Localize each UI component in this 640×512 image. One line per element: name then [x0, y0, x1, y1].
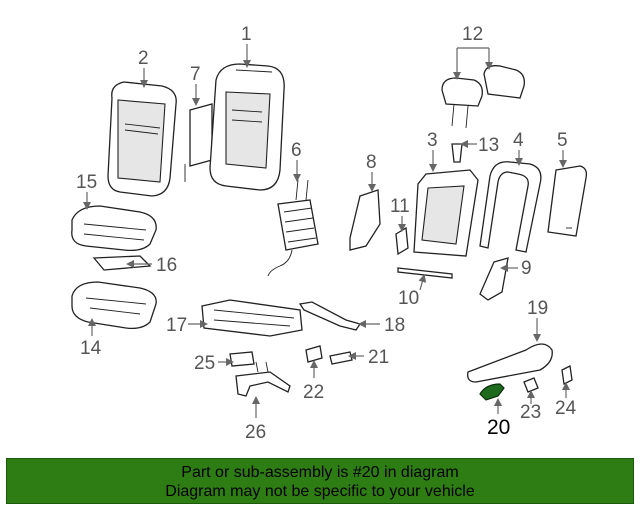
- callout-1[interactable]: 1: [241, 24, 252, 45]
- info-banner: Part or sub-assembly is #20 in diagram D…: [6, 458, 634, 504]
- pad-part[interactable]: [229, 351, 255, 367]
- rear-panel-part[interactable]: [547, 165, 588, 237]
- callout-6[interactable]: 6: [291, 140, 302, 161]
- callout-16[interactable]: 16: [156, 255, 177, 276]
- callout-7[interactable]: 7: [190, 64, 201, 85]
- leader-lines: [83, 44, 570, 418]
- seat-adjuster-part[interactable]: [201, 299, 303, 337]
- callout-23[interactable]: 23: [520, 402, 541, 423]
- callout-26[interactable]: 26: [245, 422, 266, 443]
- harness-bracket-part[interactable]: [235, 361, 291, 397]
- banner-line-disclaimer: Diagram may not be specific to your vehi…: [165, 483, 475, 500]
- callout-3[interactable]: 3: [427, 130, 438, 151]
- callout-9[interactable]: 9: [521, 258, 532, 279]
- banner-line-part: Part or sub-assembly is #20 in diagram: [181, 464, 459, 481]
- knob-part[interactable]: [523, 377, 539, 393]
- callout-25[interactable]: 25: [194, 353, 215, 374]
- callout-20-highlighted[interactable]: 20: [487, 416, 510, 439]
- panel-part[interactable]: [184, 103, 213, 182]
- callout-10[interactable]: 10: [398, 288, 419, 309]
- clip-21-part[interactable]: [329, 351, 353, 365]
- recliner-part[interactable]: [479, 257, 509, 301]
- heater-pad-part[interactable]: [92, 255, 152, 271]
- seat-back-pad-part[interactable]: [209, 63, 285, 191]
- callout-13[interactable]: 13: [478, 135, 499, 156]
- cushion-pad-part[interactable]: [71, 205, 157, 252]
- callout-14[interactable]: 14: [80, 338, 102, 359]
- callout-5[interactable]: 5: [557, 130, 568, 151]
- lumbar-support-part[interactable]: [267, 179, 319, 277]
- callout-18[interactable]: 18: [384, 315, 405, 336]
- parts-diagram: 1 2 7 6 8 12 3 13 4 5 11 9 10 15 16 14 1…: [71, 24, 588, 443]
- callout-17[interactable]: 17: [166, 315, 187, 336]
- rod-part[interactable]: [397, 267, 453, 279]
- track-bar-part[interactable]: [298, 301, 362, 331]
- headrest-part[interactable]: [441, 65, 525, 129]
- callout-4[interactable]: 4: [513, 130, 524, 151]
- callout-15[interactable]: 15: [76, 172, 97, 193]
- switch-highlighted-part[interactable]: [479, 383, 505, 401]
- clip-part[interactable]: [305, 345, 323, 363]
- callout-8[interactable]: 8: [366, 152, 377, 173]
- callout-22[interactable]: 22: [303, 382, 324, 403]
- callout-21[interactable]: 21: [368, 347, 389, 368]
- callout-24[interactable]: 24: [555, 398, 577, 419]
- cushion-frame-part[interactable]: [71, 281, 157, 330]
- bracket-part[interactable]: [395, 226, 409, 256]
- callout-12[interactable]: 12: [462, 24, 483, 45]
- callout-19[interactable]: 19: [527, 298, 548, 319]
- guide-part[interactable]: [451, 143, 463, 163]
- outer-side-shield-part[interactable]: [467, 343, 553, 383]
- small-clip-part[interactable]: [561, 365, 573, 385]
- callout-11[interactable]: 11: [390, 196, 410, 217]
- seat-back-frame-part[interactable]: [413, 169, 479, 257]
- seat-back-frame-outer-part[interactable]: [479, 161, 542, 253]
- callout-labels: 1 2 7 6 8 12 3 13 4 5 11 9 10 15 16 14 1…: [76, 24, 577, 443]
- callout-2[interactable]: 2: [138, 48, 149, 69]
- seat-back-cover-part[interactable]: [107, 81, 177, 197]
- side-shield-part[interactable]: [349, 189, 381, 251]
